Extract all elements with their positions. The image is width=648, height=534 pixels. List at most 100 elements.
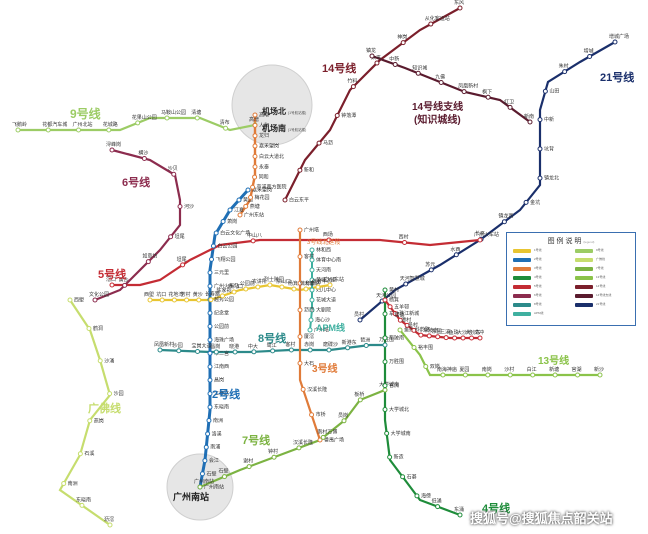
station-label: 公园前 [240, 280, 255, 287]
station-dot [250, 238, 256, 244]
station-label: 东晓南 [76, 496, 91, 503]
station-dot [297, 280, 303, 286]
station-label: 中新 [389, 55, 399, 62]
station-dot [202, 458, 208, 464]
station-label: 昌岗 [214, 378, 224, 384]
station-dot [400, 40, 406, 46]
station-dot [461, 89, 467, 95]
line13-track [399, 329, 600, 377]
station-label: 广州南站 [194, 478, 214, 485]
station-dot [485, 372, 491, 378]
station-dot [537, 175, 543, 181]
station-dot [207, 283, 213, 289]
station-dot [415, 70, 421, 76]
station-label: 芳村 [181, 291, 191, 298]
station-label: 市桥 [316, 411, 326, 418]
station-label: 客村 [304, 253, 314, 260]
station-dot [203, 444, 209, 450]
station-dot [207, 323, 213, 329]
station-dot [180, 262, 186, 268]
station-label: 车陂南 [423, 327, 438, 334]
station-label: 海珠广场 [214, 336, 234, 343]
station-dot [552, 372, 558, 378]
airport-south-label: 机场南 [262, 123, 286, 133]
station-label: 高增 [259, 112, 269, 119]
legend-swatch [575, 294, 593, 298]
station-dot [309, 307, 315, 313]
station-label: 烈士陵园 [264, 276, 284, 283]
station-dot [207, 364, 213, 370]
station-dot [435, 504, 441, 510]
station-dot [195, 349, 201, 355]
station-label: 东风 [454, 0, 464, 6]
line5-track [112, 238, 481, 287]
station-dot [423, 364, 429, 370]
station-label: 中大 [248, 343, 258, 350]
station-label: 新港东 [342, 339, 357, 346]
station-dot [327, 282, 333, 288]
station-label: 三溪 [440, 329, 450, 336]
legend-label: 2号线 [534, 257, 542, 261]
legend-swatch [575, 276, 593, 280]
line3north-label: 3号线北延段 [307, 238, 340, 246]
station-dot [462, 372, 468, 378]
station-dot [457, 512, 463, 518]
station-label: 文冲 [474, 329, 484, 336]
legend-label: 5号线 [534, 284, 542, 288]
station-dot [271, 454, 277, 460]
station-dot [452, 335, 458, 341]
legend-title: 图 例 说 明 (legend) [507, 236, 635, 246]
station-label: 西村 [399, 233, 409, 240]
station-label: 广州东站 [244, 212, 264, 219]
station-dot [382, 359, 388, 365]
legend-label: 21号线 [596, 302, 606, 306]
station-label: 太平 [371, 54, 381, 61]
station-dot [227, 207, 233, 213]
station-dot [341, 418, 347, 424]
station-dot [213, 349, 219, 355]
station-dot [107, 391, 113, 397]
station-dot [469, 335, 475, 341]
station-dot [527, 119, 533, 125]
station-dot [297, 360, 303, 366]
station-label: 浔峰岗 [106, 141, 121, 148]
station-dot [384, 430, 390, 436]
station-dot [107, 522, 113, 528]
station-dot [485, 94, 491, 100]
station-label: 农讲所 [252, 278, 267, 285]
station-dot [296, 445, 302, 451]
legend-label: APM线 [534, 311, 544, 315]
airport-north-label: 机场北 [262, 106, 286, 116]
station-dot [176, 348, 182, 354]
station-dot [392, 61, 398, 67]
station-dot [199, 471, 205, 477]
guangfo-label: 广佛线 [88, 401, 121, 415]
station-label: 大学城南 [379, 381, 399, 388]
station-label: 番禺广场 [324, 437, 344, 444]
station-label: 花城大道 [316, 297, 336, 304]
station-dot [345, 345, 351, 351]
station-dot [164, 115, 170, 121]
station-label: 龙归 [259, 132, 269, 139]
station-label: 汉溪长隆 [293, 439, 313, 446]
station-dot [252, 112, 258, 118]
station-label: 海傍 [421, 492, 431, 499]
station-dot [297, 227, 303, 233]
station-dot [177, 204, 183, 210]
station-label: 陈家祠 [216, 287, 231, 294]
station-label: 沙园 [173, 343, 183, 349]
station-label: 石溪 [84, 450, 94, 457]
station-dot [317, 437, 323, 443]
station-label: 妇儿中心 [316, 287, 336, 294]
station-dot [300, 386, 306, 392]
station-dot [232, 349, 238, 355]
legend-title-text: 图 例 说 明 [547, 238, 582, 245]
legend-label: 14号线支线 [596, 293, 612, 297]
legend-swatch [513, 258, 531, 262]
legend-label: 1号线 [534, 248, 542, 252]
station-dot [255, 284, 261, 290]
station-label: 广州南站 [204, 484, 224, 491]
station-label: 中山八 [247, 232, 262, 239]
legend-label: 13号线 [596, 275, 606, 279]
station-dot [382, 342, 388, 348]
